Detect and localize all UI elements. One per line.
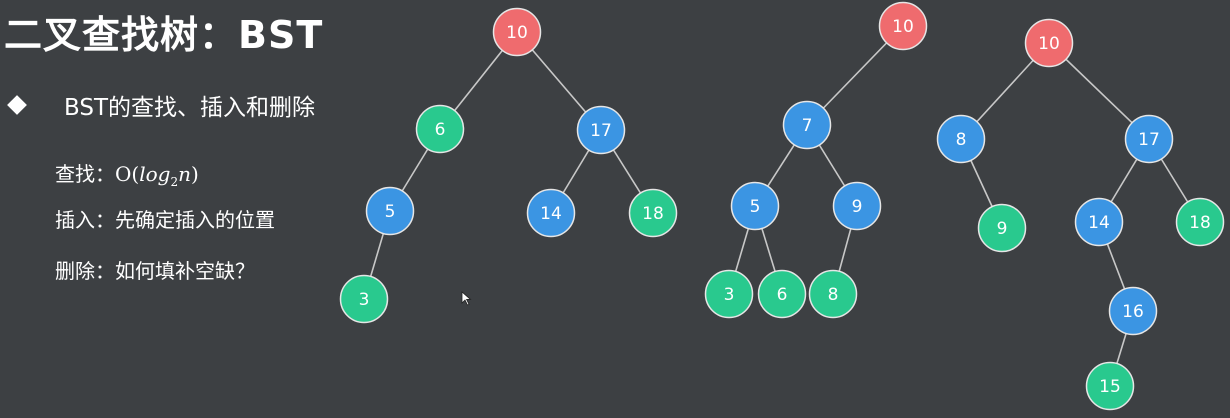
slide-title: 二叉查找树：BST bbox=[4, 13, 324, 57]
tree-3-node-14: 14 bbox=[1074, 197, 1124, 247]
node-circle bbox=[730, 181, 780, 231]
tree-1-node-3: 3 bbox=[339, 274, 389, 324]
node-label: 10 bbox=[1038, 34, 1060, 54]
node-circle bbox=[936, 114, 986, 164]
insert-line: 插入：先确定插入的位置 bbox=[55, 208, 275, 232]
tree-3-node-16: 16 bbox=[1108, 286, 1158, 336]
node-label: 10 bbox=[506, 23, 528, 43]
bullet-text: BST的查找、插入和删除 bbox=[64, 95, 316, 121]
node-label: 9 bbox=[997, 219, 1008, 239]
node-circle bbox=[757, 269, 807, 319]
node-circle bbox=[977, 203, 1027, 253]
tree-3-node-8: 8 bbox=[936, 114, 986, 164]
tree-3-node-10: 10 bbox=[1024, 18, 1074, 68]
node-label: 14 bbox=[1088, 213, 1110, 233]
node-circle bbox=[339, 274, 389, 324]
node-label: 16 bbox=[1122, 302, 1144, 322]
node-label: 8 bbox=[956, 130, 967, 150]
tree-2-node-3: 3 bbox=[704, 269, 754, 319]
node-circle bbox=[1074, 197, 1124, 247]
node-circle bbox=[808, 269, 858, 319]
node-label: 18 bbox=[642, 204, 664, 224]
search-complexity: O(log2n) bbox=[115, 162, 199, 189]
node-label: 9 bbox=[852, 197, 863, 217]
tree-3-node-15: 15 bbox=[1085, 361, 1135, 411]
node-label: 3 bbox=[724, 285, 735, 305]
node-circle bbox=[576, 105, 626, 155]
tree-1-node-5: 5 bbox=[365, 186, 415, 236]
node-label: 5 bbox=[750, 197, 761, 217]
tree-2-node-9: 9 bbox=[832, 181, 882, 231]
tree-3-node-18: 18 bbox=[1175, 197, 1225, 247]
node-circle bbox=[1108, 286, 1158, 336]
node-label: 18 bbox=[1189, 213, 1211, 233]
node-circle bbox=[1175, 197, 1225, 247]
node-circle bbox=[415, 104, 465, 154]
node-circle bbox=[878, 1, 928, 51]
tree-3-node-9: 9 bbox=[977, 203, 1027, 253]
tree-1-node-6: 6 bbox=[415, 104, 465, 154]
node-circle bbox=[1124, 114, 1174, 164]
node-circle bbox=[1024, 18, 1074, 68]
tree-1-node-18: 18 bbox=[628, 188, 678, 238]
search-line: 查找：O(log2n) bbox=[55, 158, 199, 189]
node-label: 10 bbox=[892, 17, 914, 37]
node-label: 15 bbox=[1099, 377, 1121, 397]
node-circle bbox=[365, 186, 415, 236]
search-label: 查找： bbox=[55, 162, 115, 186]
node-label: 6 bbox=[777, 285, 788, 305]
node-circle bbox=[492, 7, 542, 57]
tree-2-node-5: 5 bbox=[730, 181, 780, 231]
node-circle bbox=[832, 181, 882, 231]
bullet-item: BST的查找、插入和删除 bbox=[4, 88, 315, 122]
tree-1-node-17: 17 bbox=[576, 105, 626, 155]
tree-2-node-10: 10 bbox=[878, 1, 928, 51]
mouse-cursor-icon bbox=[461, 291, 472, 306]
node-label: 3 bbox=[359, 290, 370, 310]
tree-2-node-8: 8 bbox=[808, 269, 858, 319]
node-label: 14 bbox=[540, 204, 562, 224]
node-circle bbox=[1085, 361, 1135, 411]
node-label: 17 bbox=[1138, 130, 1160, 150]
node-label: 8 bbox=[828, 285, 839, 305]
node-circle bbox=[704, 269, 754, 319]
tree-1-node-14: 14 bbox=[526, 188, 576, 238]
node-circle bbox=[782, 100, 832, 150]
node-label: 7 bbox=[802, 116, 813, 136]
delete-line: 删除：如何填补空缺？ bbox=[55, 259, 255, 283]
node-circle bbox=[526, 188, 576, 238]
tree-2-node-6: 6 bbox=[757, 269, 807, 319]
node-label: 6 bbox=[435, 120, 446, 140]
node-label: 17 bbox=[590, 121, 612, 141]
tree-3-node-17: 17 bbox=[1124, 114, 1174, 164]
node-label: 5 bbox=[385, 202, 396, 222]
tree-1-node-10: 10 bbox=[492, 7, 542, 57]
tree-2-node-7: 7 bbox=[782, 100, 832, 150]
node-circle bbox=[628, 188, 678, 238]
